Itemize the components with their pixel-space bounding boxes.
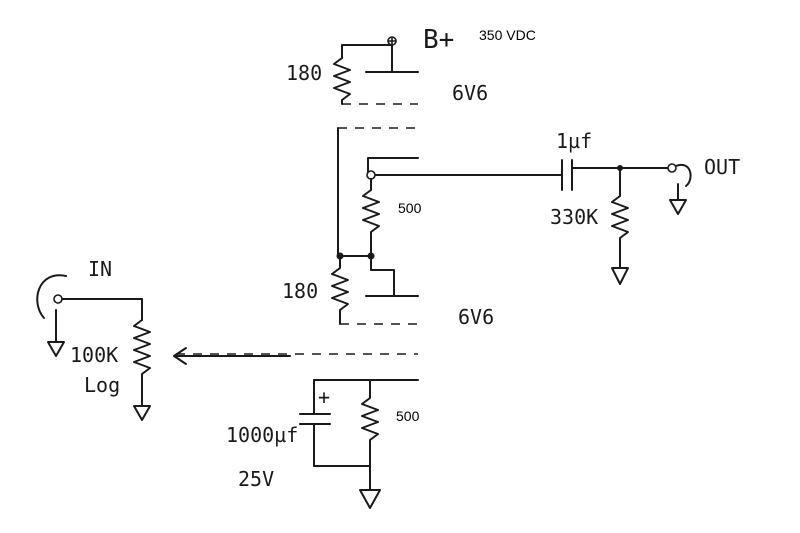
middle-resistor-label: 500 <box>398 200 422 216</box>
bplus-terminal <box>387 36 397 46</box>
cathode-cap-lead-bottom <box>313 423 371 467</box>
cap-polarity-label: + <box>318 385 330 409</box>
cathode-cap-value-label: 1000µf <box>226 423 298 447</box>
cathode-cap-voltage-label: 25V <box>238 467 274 491</box>
cathode-ground-icon <box>359 489 381 509</box>
output-jack <box>667 163 692 187</box>
pot-ground-icon <box>133 405 151 421</box>
volume-pot <box>133 319 151 407</box>
bplus-wire <box>341 44 393 59</box>
input-jack <box>36 274 67 319</box>
out-label: OUT <box>704 155 740 179</box>
upper-tube-label: 6V6 <box>452 81 488 105</box>
cathode-resistor-label: 500 <box>396 408 420 424</box>
lower-tube-feed <box>370 255 395 297</box>
bottom-plate-resistor-label: 180 <box>282 279 318 303</box>
load-resistor <box>611 195 629 269</box>
in-jack-ground-icon <box>47 341 65 357</box>
pot-taper-label: Log <box>84 373 120 397</box>
load-node-dot <box>617 165 623 171</box>
lower-tube-label: 6V6 <box>458 305 494 329</box>
cathode-resistor <box>361 379 379 491</box>
in-label: IN <box>88 257 112 281</box>
bottom-plate-resistor <box>331 255 349 325</box>
load-resistor-label: 330K <box>550 205 598 229</box>
coupling-cap-label: 1µf <box>556 129 592 153</box>
top-plate-resistor-label: 180 <box>286 61 322 85</box>
middle-resistor <box>362 178 380 257</box>
wiper-arrow-icon <box>173 347 187 365</box>
lower-tube-plate-wire <box>367 157 419 176</box>
output-node <box>366 170 376 180</box>
load-ground-icon <box>611 267 629 285</box>
top-plate-resistor <box>333 57 351 105</box>
supply-voltage-label: 350 VDC <box>479 27 536 43</box>
out-jack-ground-icon <box>669 199 687 215</box>
bplus-label: B+ <box>423 25 454 55</box>
input-wire <box>61 298 143 321</box>
pot-value-label: 100K <box>70 343 118 367</box>
